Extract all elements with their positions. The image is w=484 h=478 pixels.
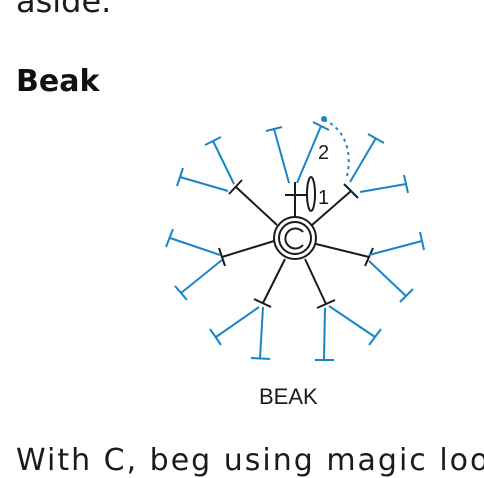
- round-1-stitches: [218, 176, 374, 309]
- beak-crochet-chart: 1 2: [165, 116, 425, 361]
- instruction-fragment: With C, beg using magic loo: [16, 443, 484, 478]
- round-1-stitch-upper-left: [235, 186, 278, 226]
- magic-ring: [273, 216, 317, 260]
- round-1-label: 1: [318, 187, 329, 209]
- round-2-stitch-lower-left-b: [250, 306, 271, 360]
- round-2-stitch-right-b: [368, 260, 414, 303]
- round-1-stitch-left-bar: [218, 247, 226, 267]
- round-1-stitch-lower-left-bar: [253, 298, 272, 308]
- round-2-stitch-upper-right-a: [349, 133, 385, 183]
- round-2-stitch-top-a: [265, 126, 290, 184]
- round-2-stitch-upper-left-b: [176, 167, 229, 192]
- round-1-stitch-upper-right: [311, 190, 352, 226]
- round-1-stitch-left: [221, 240, 275, 258]
- round-1-stitch-upper-right-bar: [343, 183, 359, 199]
- round-2-stitch-lower-right-b: [328, 305, 382, 346]
- round-2-stitch-lower-right-a: [315, 307, 334, 361]
- round-1-stitch-lower-left: [262, 258, 286, 304]
- round-2-stitch-upper-left-a: [204, 136, 235, 185]
- round-1-stitch-right-bar: [364, 247, 374, 267]
- round-1-slip-stitch: [306, 176, 316, 212]
- round-1-stitch-lower-right-bar: [316, 299, 336, 309]
- round-1-stitch-lower-right: [304, 258, 327, 305]
- round-2-stitch-left-a: [165, 228, 221, 256]
- round-2-stitch-upper-right-b: [359, 174, 409, 194]
- round-2-stitch-top-b: [296, 121, 330, 184]
- diagram-caption: BEAK: [259, 384, 318, 409]
- round-2-label: 2: [318, 142, 329, 164]
- round-2-stitch-left-b: [174, 259, 223, 301]
- section-heading: Beak: [16, 64, 100, 99]
- round-1-stitch-right: [315, 243, 370, 258]
- round-2-stitches: [165, 121, 425, 361]
- round-2-stitch-right-a: [368, 231, 425, 256]
- previous-paragraph-fragment: aside.: [16, 0, 112, 20]
- round-1-stitch-upper-left-bar: [228, 179, 243, 195]
- round-2-start-dot: [321, 116, 327, 122]
- round-2-stitch-lower-left-a: [209, 306, 260, 346]
